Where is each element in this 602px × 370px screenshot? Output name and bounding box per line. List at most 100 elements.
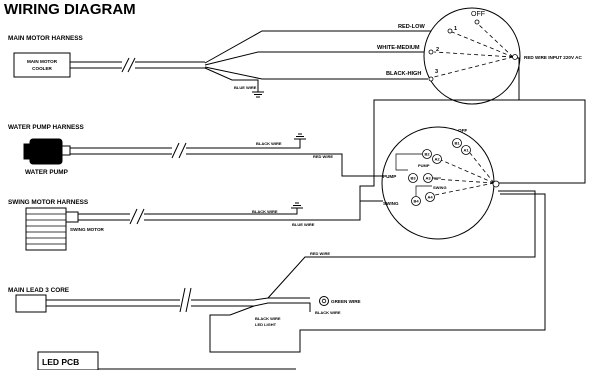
ground-symbol-pump: [294, 133, 306, 140]
led-black-wire-label: BLACK WIRE: [255, 316, 281, 321]
water-pump-label: WATER PUMP: [25, 169, 69, 176]
swing-label: SWING: [383, 201, 399, 206]
function-switch-off-label: OFF: [458, 128, 467, 133]
main-motor-blue-wire-label: BLUE WIRE: [234, 85, 257, 90]
main-lead-plug: [15, 294, 47, 313]
function-switch: OFF B1 A1 B2 A2 PUMP B3 A3 SWING B4 A4 P…: [381, 126, 500, 240]
water-pump-inlet: [23, 143, 33, 160]
swing-motor-body: [25, 207, 67, 251]
wire-black-lead: [209, 193, 546, 353]
speed-wire-medium-label: WHITE-MEDIUM: [377, 45, 420, 51]
green-wire-ring-hole: [321, 298, 327, 304]
speed-switch-common: [512, 54, 518, 60]
speed-switch-contact-3: [428, 76, 434, 82]
speed-switch: OFF 1 2 3 RED WIRE INPUT 220V AC: [423, 7, 582, 105]
swing-motor-cable: [78, 213, 130, 221]
pump-label: PUMP: [383, 174, 396, 179]
speed-switch-off-label: OFF: [471, 11, 485, 18]
main-lead-red-wire-label: RED WIRE: [310, 251, 330, 256]
speed-wire-high-label: BLACK-HIGH: [386, 71, 421, 77]
led-light-label: LED LIGHT: [255, 322, 277, 327]
speed-wire-low-label: RED-LOW: [398, 24, 425, 30]
swing-motor-section: SWING MOTOR HARNESS SWING MOTOR BLACK WI…: [8, 199, 383, 251]
led-pcb-box: [37, 351, 99, 370]
function-switch-selector-lines: [433, 152, 495, 196]
speed-switch-contact-2: [428, 49, 434, 55]
contact-b3: [408, 173, 418, 183]
water-pump-cable-2: [186, 139, 410, 177]
function-switch-common: [492, 180, 500, 188]
contact-a1-label: A1: [463, 148, 469, 153]
wire-red-lead: [267, 190, 536, 299]
swing-motor-shaft: [65, 211, 79, 223]
contact-a4: [425, 192, 435, 202]
main-lead-cable: [46, 299, 180, 307]
main-motor-harness-label: MAIN MOTOR HARNESS: [8, 35, 84, 42]
swing-motor-harness-label: SWING MOTOR HARNESS: [8, 199, 89, 206]
main-motor-box-label-2: COOLER: [32, 66, 52, 71]
speed-switch-pos-2: 2: [436, 47, 439, 53]
led-pcb: LED PCB: [37, 351, 296, 370]
function-switch-links: [395, 153, 441, 196]
water-pump-cable-break: [171, 142, 187, 159]
wire-feed-loop: [495, 99, 586, 184]
swing-motor-cable-2: [144, 200, 383, 221]
swing-motor-blue-wire-label: BLUE WIRE: [292, 222, 315, 227]
ground-symbol-main: [252, 91, 264, 98]
wire-white-medium: [204, 51, 428, 66]
contact-a2: [432, 154, 442, 164]
contact-b4-label: B4: [413, 199, 419, 204]
speed-switch-input-label: RED WIRE INPUT 220V AC: [524, 55, 582, 60]
main-motor-box-label: MAIN MOTOR: [27, 59, 58, 64]
wire-feed-input: [359, 57, 520, 201]
water-pump-body: [29, 138, 63, 165]
main-motor-cable: [70, 61, 122, 69]
main-lead-black-wire-label: BLACK WIRE: [315, 310, 341, 315]
main-lead-cable-2: [191, 297, 310, 307]
speed-switch-pos-1: 1: [454, 26, 457, 32]
wire-red-low: [204, 30, 447, 64]
contact-b4: [411, 196, 421, 206]
speed-switch-selector-lines: [433, 23, 514, 78]
swing-inner-label: SWING: [433, 185, 447, 190]
speed-switch-contact-1: [447, 28, 453, 34]
water-pump-cable: [70, 147, 172, 155]
led-pcb-label: LED PCB: [42, 357, 79, 367]
main-motor-cable-2: [135, 61, 205, 69]
water-pump-nozzle: [61, 145, 71, 156]
speed-switch-off-contact: [474, 19, 480, 25]
contact-b3-label: B3: [410, 176, 416, 181]
water-pump-section: WATER PUMP HARNESS WATER PUMP BLACK WIRE…: [8, 124, 410, 177]
main-motor-cable-break: [121, 57, 136, 73]
speed-switch-body: [423, 7, 521, 105]
water-pump-black-wire-label: BLACK WIRE: [256, 141, 282, 146]
pump-inner-label: PUMP: [418, 163, 430, 168]
contact-a2-label: A2: [434, 157, 440, 162]
function-switch-body: [381, 126, 495, 240]
swing-motor-label: SWING MOTOR: [70, 227, 105, 232]
main-lead-cable-break: [179, 287, 192, 313]
contact-b2-label: B2: [424, 152, 430, 157]
contact-b2: [422, 149, 432, 159]
contact-b1-label: B1: [454, 141, 460, 146]
ground-symbol-swing: [291, 202, 303, 209]
swing-motor-fins: [26, 213, 66, 245]
wire-blue-ground: [204, 67, 259, 92]
main-motor-box: [13, 52, 71, 78]
main-lead-label: MAIN LEAD 3 CORE: [8, 287, 70, 294]
contact-a1: [461, 145, 471, 155]
diagram-title: WIRING DIAGRAM: [4, 1, 136, 18]
water-pump-red-wire-label: RED WIRE: [313, 154, 333, 159]
main-lead-section: MAIN LEAD 3 CORE RED WIRE GREEN WIRE BLA…: [8, 190, 546, 353]
main-motor-section: MAIN MOTOR HARNESS MAIN MOTOR COOLER BLU…: [8, 24, 447, 98]
contact-a3-label: A3: [425, 176, 431, 181]
swing-motor-cable-break: [129, 208, 145, 225]
swing-motor-black-wire-label: BLACK WIRE: [252, 209, 278, 214]
contact-a4-label: A4: [427, 195, 433, 200]
contact-b1: [452, 138, 462, 148]
wire-black-high: [204, 66, 428, 80]
main-lead-green-wire-label: GREEN WIRE: [331, 299, 361, 304]
water-pump-harness-label: WATER PUMP HARNESS: [8, 124, 84, 131]
speed-switch-pos-3: 3: [435, 69, 438, 75]
